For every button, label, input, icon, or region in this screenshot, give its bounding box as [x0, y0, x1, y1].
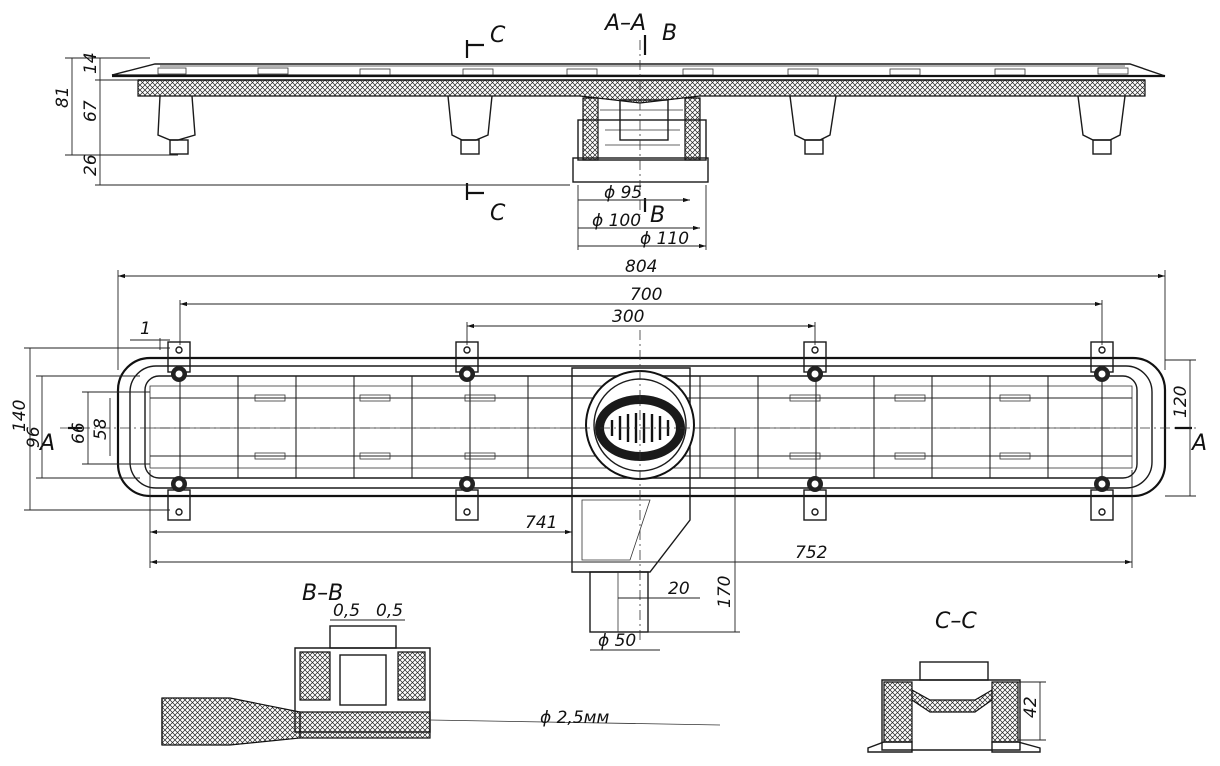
dim-phi50: ϕ 50	[598, 631, 636, 651]
dim-58: 58	[91, 418, 111, 440]
dim-0-5-left: 0,5	[333, 601, 360, 621]
dim-20: 20	[668, 579, 690, 599]
dim-67: 67	[81, 100, 101, 122]
dim-804: 804	[625, 257, 657, 277]
plan-view: 804 700 300 1	[10, 257, 1207, 651]
dim-300: 300	[612, 307, 644, 327]
bolts	[171, 366, 1110, 492]
section-marker-c-bottom: C	[490, 201, 506, 226]
side-section-view: C C B B A–A 81 67 14 26 ϕ 95 ϕ 100	[53, 11, 1166, 250]
dim-phi2-5: ϕ 2,5мм	[540, 708, 609, 728]
leg	[447, 95, 493, 155]
dim-66: 66	[69, 422, 89, 444]
dim-0-5-right: 0,5	[376, 601, 403, 621]
dim-phi110: ϕ 110	[640, 229, 689, 249]
section-bb-view: B–B ϕ 2,5мм 0,5 0,5	[161, 581, 721, 746]
dim-170: 170	[715, 576, 735, 608]
dim-1: 1	[140, 319, 151, 339]
section-cc-view: C–C 42	[867, 609, 1046, 753]
section-title-cc: C–C	[935, 609, 977, 634]
dim-phi95: ϕ 95	[604, 183, 642, 203]
dim-96: 96	[24, 426, 44, 448]
dim-26: 26	[81, 154, 101, 176]
leg	[789, 95, 837, 155]
dim-phi100: ϕ 100	[592, 211, 641, 231]
dim-700: 700	[630, 285, 662, 305]
section-title-aa: A–A	[603, 11, 646, 36]
drain-trap	[572, 97, 709, 183]
dim-14: 14	[81, 52, 101, 74]
dim-42: 42	[1021, 696, 1041, 718]
section-marker-a-right: A	[1190, 431, 1207, 456]
dim-752: 752	[795, 543, 827, 563]
section-marker-c-top: C	[490, 23, 506, 48]
leg	[1077, 95, 1126, 155]
section-title-bb: B–B	[302, 581, 343, 606]
dim-81: 81	[53, 86, 73, 108]
section-marker-b-top: B	[662, 21, 677, 46]
dim-120: 120	[1171, 386, 1191, 418]
dim-140: 140	[10, 400, 30, 432]
dim-741: 741	[525, 513, 557, 533]
section-marker-b-bottom: B	[650, 203, 665, 228]
leg	[157, 95, 196, 155]
